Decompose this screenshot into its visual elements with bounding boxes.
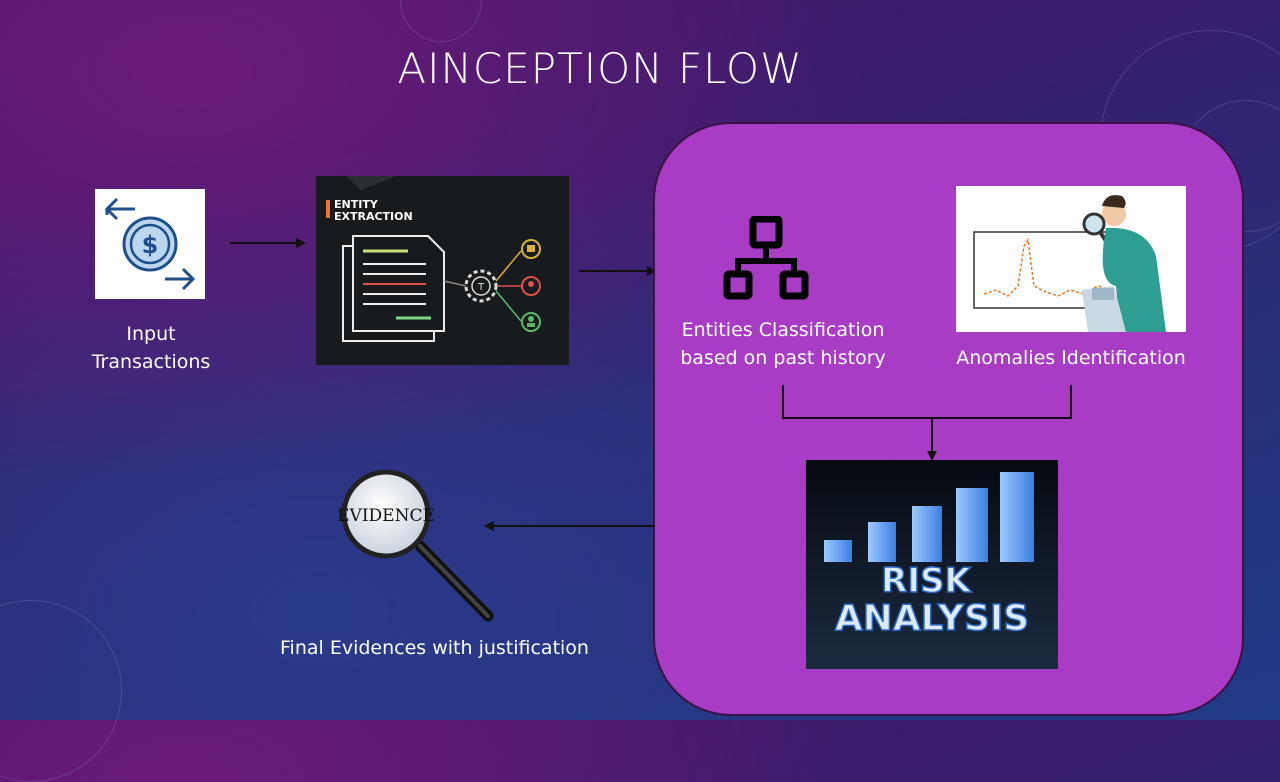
risk-analysis-image: RISK ANALYSIS — [806, 460, 1058, 669]
arrow-extraction-to-panel — [579, 266, 657, 276]
arrow-panel-to-evidence — [484, 521, 655, 531]
transactions-icon: $ — [95, 189, 205, 299]
svg-text:EXTRACTION: EXTRACTION — [334, 210, 413, 223]
entity-extraction-title: ENTITY — [334, 198, 379, 211]
arrow-input-to-extraction — [230, 238, 306, 248]
input-transactions-label: Input Transactions — [91, 323, 211, 373]
page-title: AINCEPTION FLOW — [397, 44, 803, 93]
merge-connector — [782, 385, 1072, 461]
svg-text:$: $ — [142, 231, 159, 259]
entities-classification-label: Entities Classification based on past hi… — [680, 319, 886, 369]
background-ring — [0, 600, 122, 782]
risk-title: RISK — [881, 561, 972, 601]
background-ring — [400, 0, 482, 42]
entity-extraction-image: ENTITY EXTRACTION T — [316, 176, 569, 365]
anomalies-image — [956, 186, 1186, 332]
svg-text:T: T — [477, 282, 485, 293]
analysis-title: ANALYSIS — [835, 598, 1030, 639]
anomalies-identification-label: Anomalies Identification — [956, 347, 1186, 369]
final-evidences-label: Final Evidences with justification — [280, 637, 589, 659]
evidence-badge: EVIDENCE — [338, 506, 435, 526]
evidence-magnifier-icon: EVIDENCE — [338, 470, 494, 622]
hierarchy-icon — [723, 216, 809, 300]
